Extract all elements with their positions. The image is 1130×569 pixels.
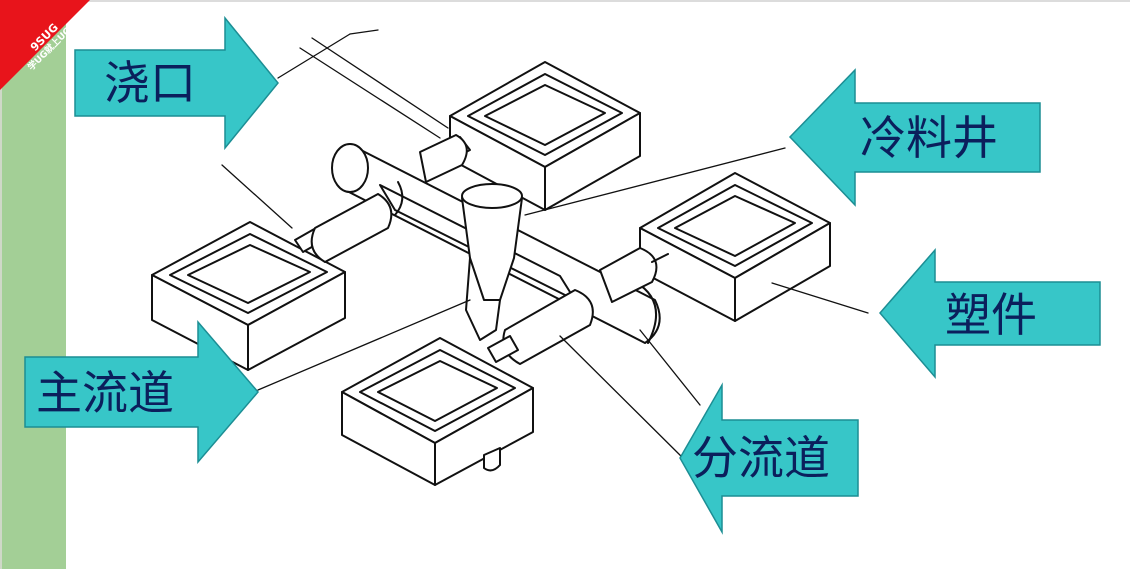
watermark-triangle — [0, 0, 90, 90]
cavity-bottom — [341, 337, 534, 486]
cavity-top — [449, 61, 641, 211]
label-part: 塑件 — [945, 288, 1037, 342]
left-decorative-band — [0, 0, 66, 569]
label-cold-slug-well: 冷料井 — [860, 111, 998, 165]
arrow-main-runner — [24, 319, 259, 465]
arrow-gate — [74, 15, 279, 151]
gate-top — [419, 134, 471, 183]
label-gate: 浇口 — [104, 56, 196, 110]
top-rule — [0, 0, 1130, 2]
leader-lines — [221, 29, 869, 466]
arrow-cold-slug-well — [788, 68, 1041, 207]
left-edge-line — [0, 0, 2, 569]
gate-left — [294, 193, 393, 263]
arrow-branch-runner — [679, 382, 859, 535]
watermark-badge: 9SUG 学UG就上UG网 — [0, 0, 90, 90]
arrow-part — [879, 248, 1101, 380]
cavity-right — [639, 172, 831, 322]
sprue — [461, 183, 523, 341]
label-branch-runner: 分流道 — [692, 431, 830, 485]
gate-right — [599, 247, 669, 303]
runner-branch-front — [487, 289, 594, 365]
label-main-runner: 主流道 — [36, 366, 174, 420]
cavity-left — [151, 221, 346, 371]
sprue-tip — [483, 447, 501, 472]
